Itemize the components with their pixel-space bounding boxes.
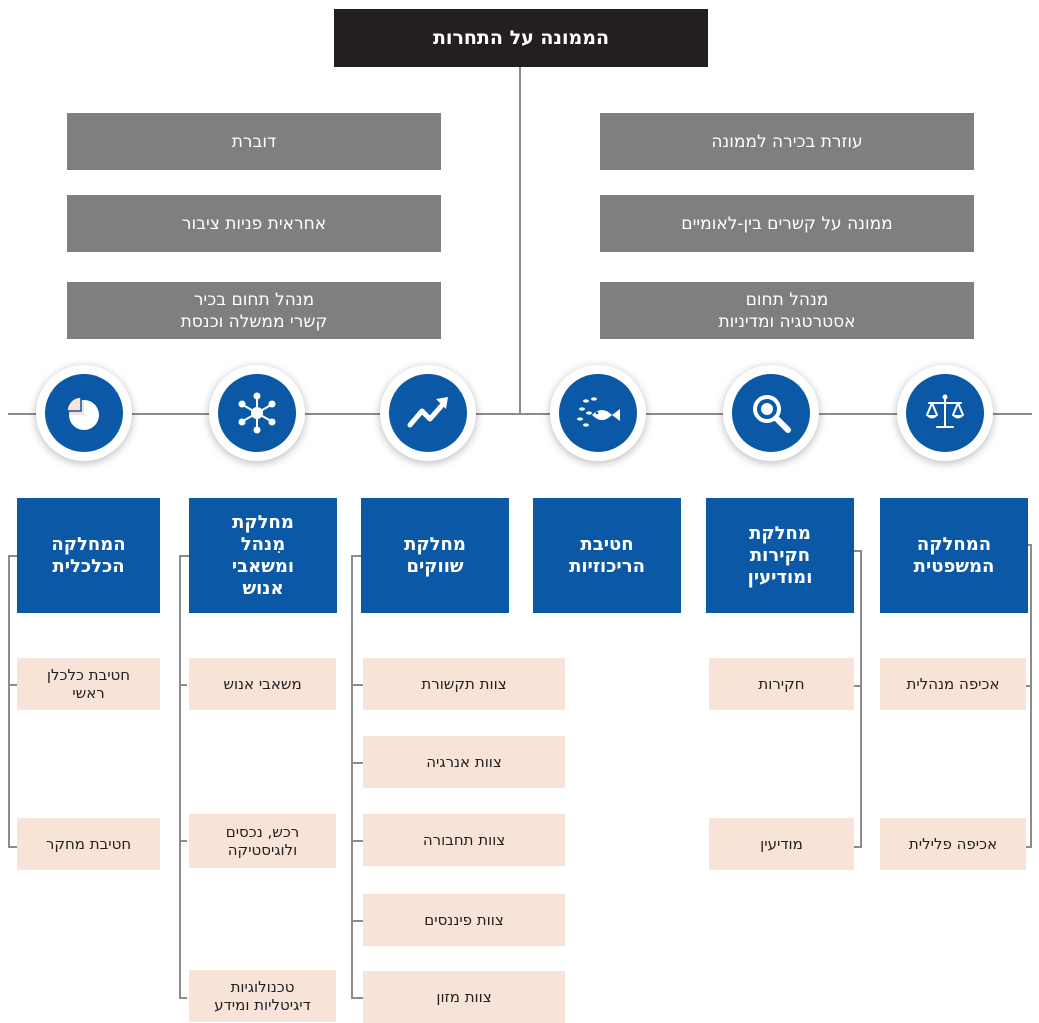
markets-bracket-tick bbox=[351, 840, 363, 842]
dept-legal: המחלקה המשפטית bbox=[880, 498, 1028, 613]
staff-box-government-relations: מנהל תחום בכיר קשרי ממשלה וכנסת bbox=[67, 282, 441, 339]
team-box: משאבי אנוש bbox=[189, 658, 336, 710]
investigations-bracket-tick bbox=[854, 685, 862, 687]
markets-bracket-tick bbox=[351, 762, 363, 764]
fish-icon bbox=[577, 397, 620, 427]
investigations-dept-badge bbox=[723, 365, 819, 461]
team-label: חטיבת מחקר bbox=[45, 835, 132, 853]
staff-label: מנהל תחום אסטרטגיה ומדיניות bbox=[718, 289, 856, 332]
staff-label: אחראית פניות ציבור bbox=[181, 213, 327, 234]
team-label: צוות אנרגיה bbox=[426, 753, 502, 771]
team-box: מודיעין bbox=[709, 818, 854, 870]
admin-bracket-top bbox=[179, 555, 189, 557]
staff-box-strategy-policy: מנהל תחום אסטרטגיה ומדיניות bbox=[600, 282, 974, 339]
dept-label: המחלקה הכלכלית bbox=[51, 533, 126, 577]
team-label: טכנולוגיות דיגיטליות ומידע bbox=[214, 978, 311, 1014]
badge-inner bbox=[559, 374, 637, 452]
team-label: חטיבת כלכלן ראשי bbox=[46, 666, 131, 702]
team-label: צוות פיננסים bbox=[424, 911, 504, 929]
admin-hr-dept-badge bbox=[209, 365, 305, 461]
dept-concentration: חטיבת הריכוזיות bbox=[533, 498, 681, 613]
markets-bracket-vertical bbox=[351, 555, 353, 999]
staff-label: דוברת bbox=[231, 131, 277, 152]
investigations-bracket-top bbox=[854, 550, 862, 552]
dept-label: חטיבת הריכוזיות bbox=[569, 533, 645, 577]
admin-bracket-tick bbox=[179, 684, 187, 686]
dept-label: מחלקת שווקים bbox=[404, 533, 466, 577]
dept-label: המחלקה המשפטית bbox=[913, 533, 995, 577]
commissioner-box: הממונה על התחרות bbox=[334, 9, 708, 67]
team-box: צוות מזון bbox=[363, 971, 565, 1023]
admin-bracket-vertical bbox=[179, 555, 181, 999]
main-vertical-connector bbox=[519, 67, 521, 414]
staff-box-public-inquiries: אחראית פניות ציבור bbox=[67, 195, 441, 252]
economic-dept-badge bbox=[36, 365, 132, 461]
network-icon bbox=[238, 392, 276, 434]
team-label: מודיעין bbox=[760, 835, 803, 853]
magnifier-icon bbox=[753, 395, 791, 433]
staff-label: ממונה על קשרים בין-לאומיים bbox=[681, 213, 893, 234]
team-label: צוות תחבורה bbox=[422, 831, 506, 849]
team-box: חטיבת מחקר bbox=[17, 818, 160, 870]
badge-inner bbox=[45, 374, 123, 452]
team-box: צוות אנרגיה bbox=[363, 736, 565, 788]
economic-bracket-top bbox=[8, 555, 17, 557]
economic-bracket-vertical bbox=[8, 555, 10, 848]
badge-inner bbox=[732, 374, 810, 452]
investigations-bracket-bottom bbox=[854, 846, 862, 848]
dept-markets: מחלקת שווקים bbox=[361, 498, 509, 613]
team-label: משאבי אנוש bbox=[223, 675, 302, 693]
markets-dept-badge bbox=[380, 365, 476, 461]
trend-up-icon bbox=[407, 397, 448, 428]
team-box: צוות תקשורת bbox=[363, 658, 565, 710]
markets-bracket-tick bbox=[351, 920, 363, 922]
badge-inner bbox=[218, 374, 296, 452]
markets-bracket-tick bbox=[351, 684, 363, 686]
team-box: אכיפה מנהלית bbox=[880, 658, 1026, 710]
legal-bracket-bottom bbox=[1026, 846, 1032, 848]
dept-investigations: מחלקת חקירות ומודיעין bbox=[706, 498, 854, 613]
markets-bracket-top bbox=[351, 555, 361, 557]
commissioner-title: הממונה על התחרות bbox=[432, 27, 610, 49]
staff-box-spokesperson: דוברת bbox=[67, 113, 441, 170]
pie-chart-icon bbox=[66, 396, 99, 430]
team-label: חקירות bbox=[758, 675, 805, 693]
staff-box-international-relations: ממונה על קשרים בין-לאומיים bbox=[600, 195, 974, 252]
investigations-bracket-vertical bbox=[860, 550, 862, 848]
team-label: אכיפה פלילית bbox=[908, 835, 998, 853]
badge-inner bbox=[389, 374, 467, 452]
concentration-dept-badge bbox=[550, 365, 646, 461]
staff-label: מנהל תחום בכיר קשרי ממשלה וכנסת bbox=[180, 289, 328, 332]
dept-economic: המחלקה הכלכלית bbox=[17, 498, 160, 613]
team-label: אכיפה מנהלית bbox=[906, 675, 1000, 693]
team-label: צוות מזון bbox=[436, 988, 492, 1006]
dept-label: מחלקת חקירות ומודיעין bbox=[747, 522, 813, 588]
legal-bracket-top bbox=[1028, 544, 1032, 546]
team-box: חקירות bbox=[709, 658, 854, 710]
team-label: רכש, נכסים ולוגיסטיקה bbox=[225, 823, 300, 859]
scales-icon bbox=[926, 394, 964, 428]
team-box: אכיפה פלילית bbox=[880, 818, 1026, 870]
staff-label: עוזרת בכירה לממונה bbox=[711, 131, 863, 152]
department-horizontal-connector bbox=[8, 413, 1032, 415]
dept-label: מחלקת מִנהל ומשאבי אנוש bbox=[231, 511, 295, 599]
team-box: צוות תחבורה bbox=[363, 814, 565, 866]
staff-box-senior-assistant: עוזרת בכירה לממונה bbox=[600, 113, 974, 170]
admin-bracket-tick bbox=[179, 840, 187, 842]
team-box: טכנולוגיות דיגיטליות ומידע bbox=[189, 970, 336, 1022]
economic-bracket-tick bbox=[8, 684, 17, 686]
markets-bracket-bottom bbox=[351, 997, 363, 999]
team-box: צוות פיננסים bbox=[363, 894, 565, 946]
team-label: צוות תקשורת bbox=[421, 675, 507, 693]
economic-bracket-bottom bbox=[8, 846, 17, 848]
legal-bracket-tick bbox=[1026, 685, 1032, 687]
legal-bracket-vertical bbox=[1030, 544, 1032, 848]
team-box: רכש, נכסים ולוגיסטיקה bbox=[189, 814, 336, 868]
badge-inner bbox=[906, 374, 984, 452]
team-box: חטיבת כלכלן ראשי bbox=[17, 658, 160, 710]
admin-bracket-bottom bbox=[179, 997, 187, 999]
legal-dept-badge bbox=[897, 365, 993, 461]
dept-admin-hr: מחלקת מִנהל ומשאבי אנוש bbox=[189, 498, 337, 613]
